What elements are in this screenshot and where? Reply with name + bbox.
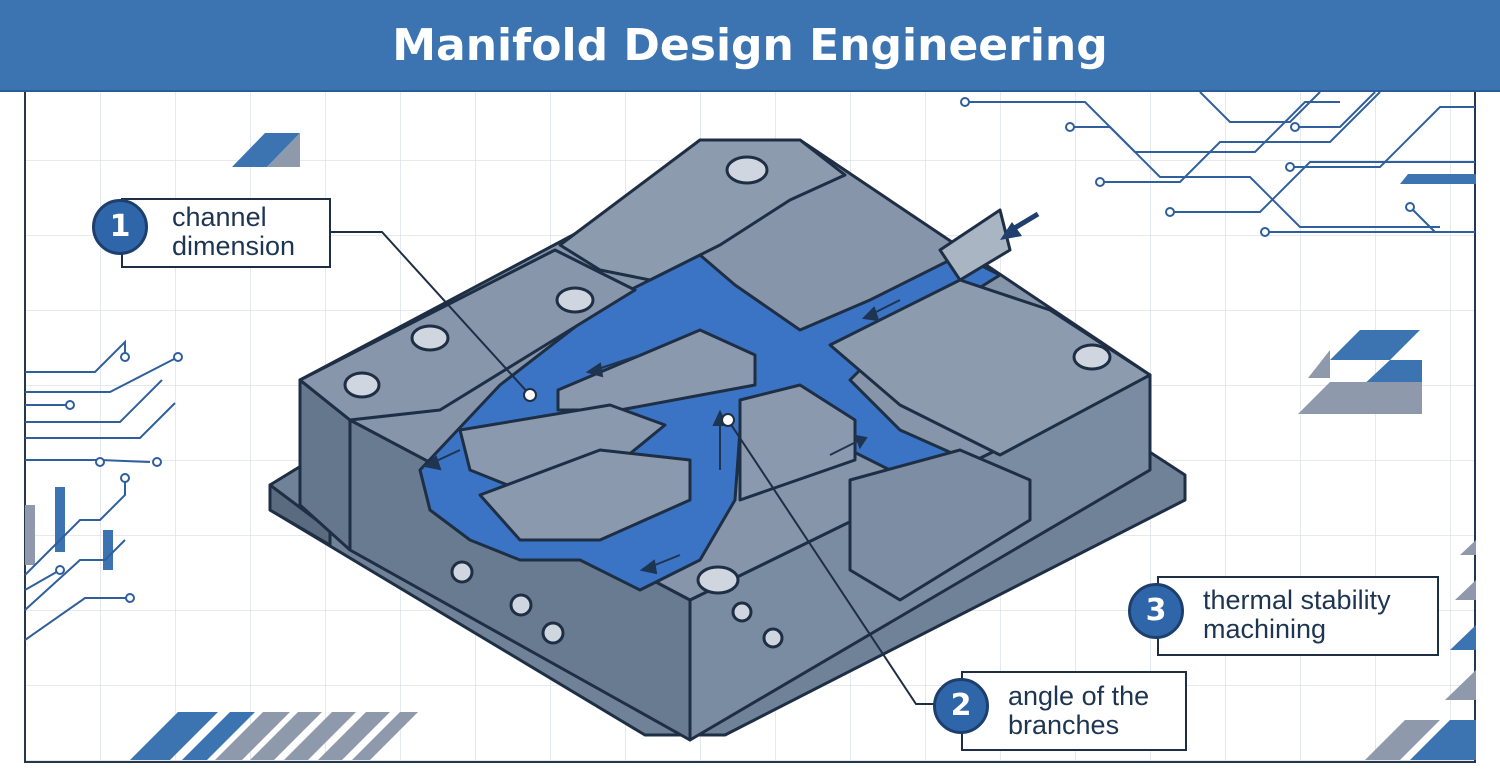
callout-boxes [121, 198, 1439, 751]
callout-3-number: 3 [1128, 583, 1184, 639]
callout-1-line1: channel [172, 202, 267, 232]
callout-2-label: angle of the branches [1008, 682, 1149, 740]
callout-1-label: channel dimension [172, 203, 295, 261]
inlet-arrow-icon [1000, 211, 1040, 240]
callout-3-line1: thermal stability [1203, 585, 1391, 615]
callout-3-label: thermal stability machining [1203, 586, 1391, 644]
leader-dots [523, 388, 735, 427]
page-title: Manifold Design Engineering [392, 20, 1108, 71]
decor-shapes [25, 133, 1476, 760]
circuit-trace-left [24, 339, 183, 641]
callout-1-line2: dimension [172, 231, 296, 261]
manifold-block [268, 138, 1187, 742]
callout-1-number: 1 [92, 199, 148, 255]
callout-2-line2: branches [1008, 710, 1120, 740]
callout-2-number: 2 [933, 678, 989, 734]
title-bar: Manifold Design Engineering [0, 0, 1500, 92]
leader-lines [330, 231, 940, 705]
bolt-holes [343, 155, 1112, 649]
callout-2-line1: angle of the [1008, 681, 1150, 711]
callout-3-line2: machining [1203, 614, 1327, 644]
circuit-trace-icon [960, 91, 1475, 237]
